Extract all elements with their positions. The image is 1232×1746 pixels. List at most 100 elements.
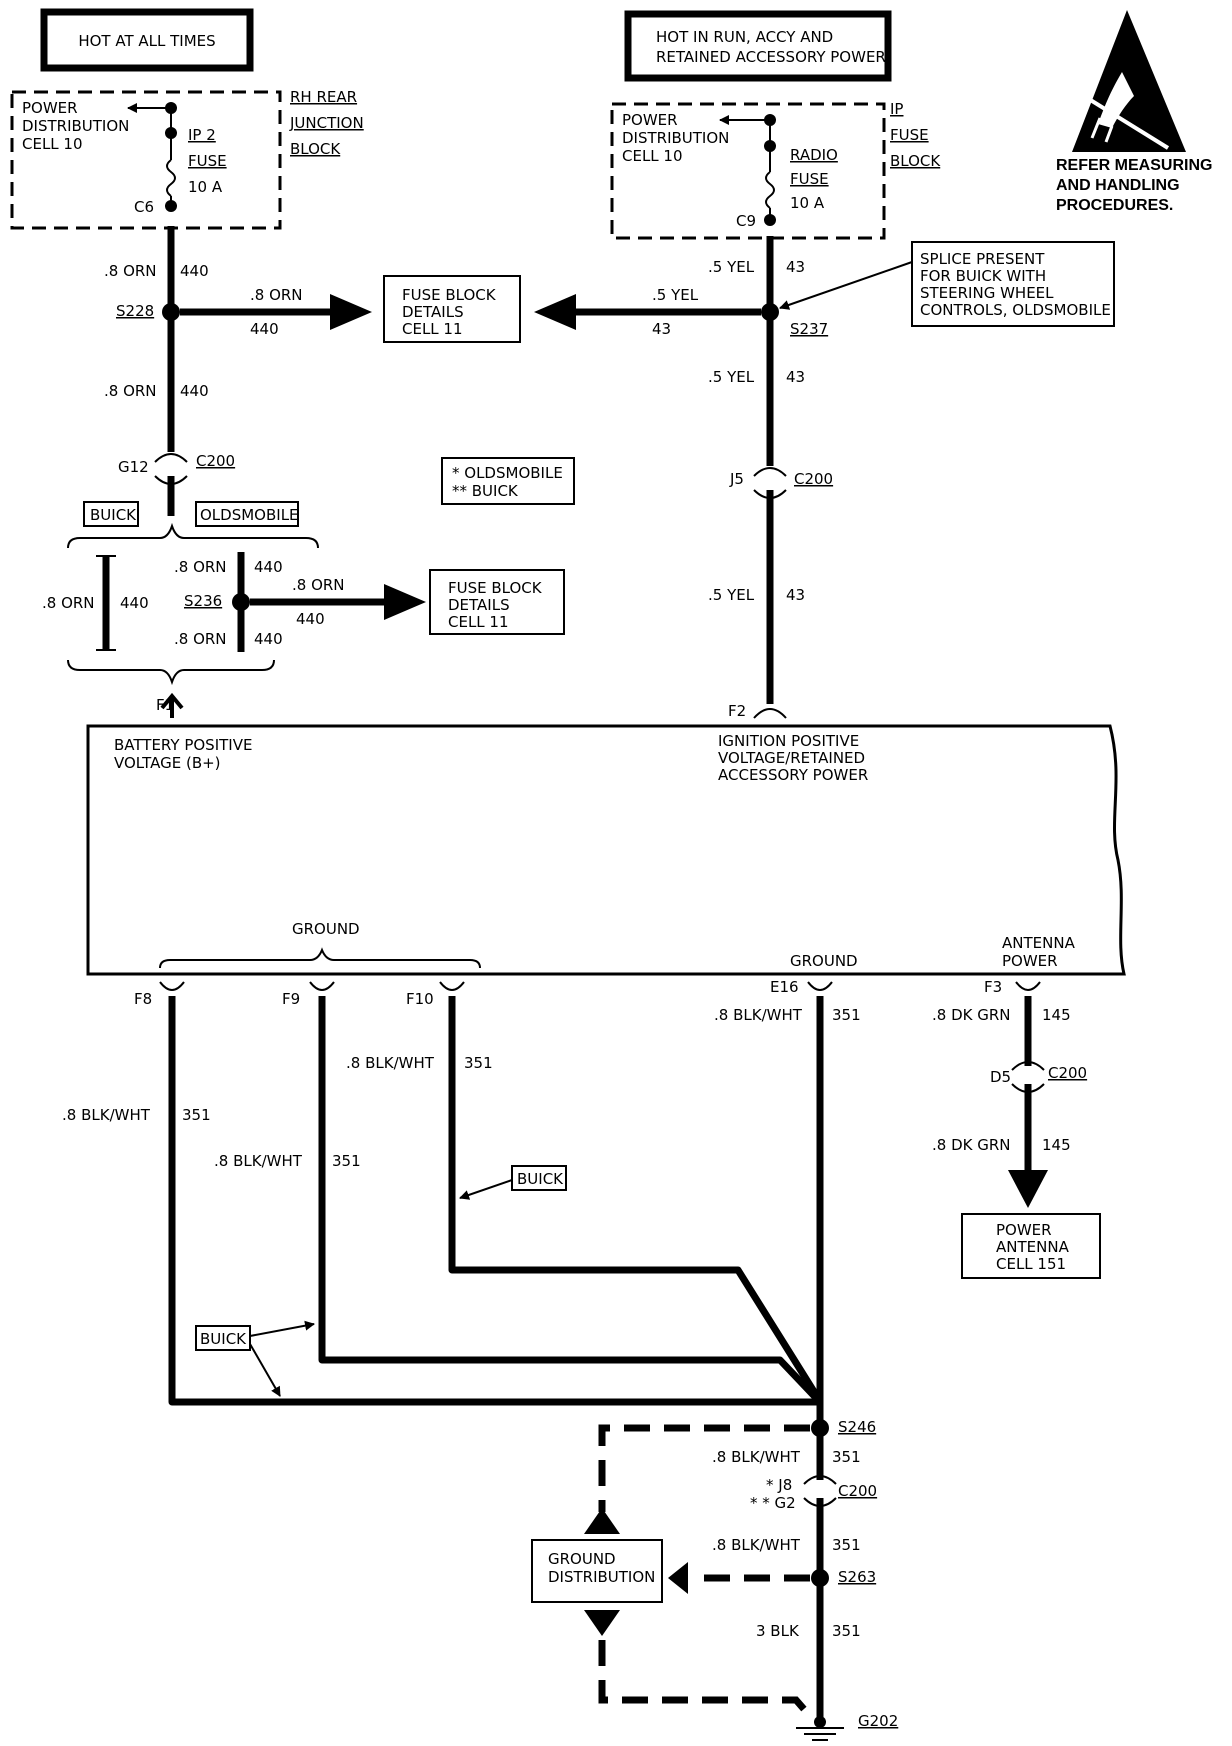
wire-color: .8 BLK/WHT	[712, 1448, 801, 1466]
wire-color: .8 DK GRN	[932, 1006, 1011, 1024]
svg-text:FUSE: FUSE	[188, 152, 227, 170]
wire-circuit: 351	[832, 1006, 861, 1024]
ground-distribution-box: GROUND DISTRIBUTION	[531, 1539, 663, 1603]
svg-text:10 A: 10 A	[790, 194, 825, 212]
pin-f10: F10	[406, 990, 434, 1008]
svg-text:AND HANDLING: AND HANDLING	[1056, 177, 1180, 194]
wire-color: .5 YEL	[708, 368, 755, 386]
wire-color: .8 ORN	[174, 630, 227, 648]
svg-text:STEERING WHEEL: STEERING WHEEL	[920, 284, 1054, 302]
wire-color: .5 YEL	[708, 258, 755, 276]
left-power-wire	[154, 226, 372, 516]
right-power-wire	[534, 236, 787, 719]
wire-circuit: 351	[182, 1106, 211, 1124]
connector-j8: * J8	[766, 1476, 792, 1494]
right-fuse-block: POWER DISTRIBUTION CELL 10 RADIO FUSE 10…	[610, 100, 941, 240]
svg-text:POWER: POWER	[22, 99, 78, 117]
connector-d5: D5	[990, 1068, 1011, 1086]
wire-circuit: 145	[1042, 1006, 1071, 1024]
antenna-wire	[1008, 996, 1048, 1208]
antenna-label: ANTENNA	[1002, 934, 1076, 952]
wire-circuit: 351	[832, 1536, 861, 1554]
battery-label: VOLTAGE (B+)	[114, 754, 221, 772]
wire-circuit: 351	[464, 1054, 493, 1072]
svg-text:ANTENNA: ANTENNA	[996, 1238, 1070, 1256]
ignition-label: IGNITION POSITIVE	[718, 732, 859, 750]
connector-j5: J5	[729, 470, 744, 488]
ground-g202: G202	[858, 1712, 898, 1730]
svg-text:POWER: POWER	[996, 1221, 1052, 1239]
ground-distribution-links	[584, 1424, 813, 1719]
ground-brace	[159, 947, 481, 969]
wire-circuit: 351	[832, 1622, 861, 1640]
wire-circuit: 440	[180, 262, 209, 280]
svg-text:CELL 11: CELL 11	[402, 320, 463, 338]
svg-text:DISTRIBUTION: DISTRIBUTION	[548, 1568, 655, 1586]
svg-text:IP 2: IP 2	[188, 126, 216, 144]
pin-f8: F8	[134, 990, 152, 1008]
wire-circuit: 440	[120, 594, 149, 612]
wire-color: 3 BLK	[756, 1622, 800, 1640]
pin-f2: F2	[728, 702, 746, 720]
wire-circuit: 440	[250, 320, 279, 338]
svg-text:RH REAR: RH REAR	[290, 88, 357, 106]
ground-label: GROUND	[292, 920, 360, 938]
ignition-label: ACCESSORY POWER	[718, 766, 868, 784]
wire-color: .8 BLK/WHT	[214, 1152, 303, 1170]
svg-text:REFER MEASURING: REFER MEASURING	[1056, 157, 1212, 174]
f1-terminal	[160, 692, 184, 718]
svg-text:DETAILS: DETAILS	[448, 596, 510, 614]
wire-color: .8 BLK/WHT	[346, 1054, 435, 1072]
svg-text:RETAINED ACCESSORY POWER: RETAINED ACCESSORY POWER	[656, 48, 886, 66]
wire-circuit: 43	[786, 368, 805, 386]
svg-text:RADIO: RADIO	[790, 146, 838, 164]
wire-circuit: 440	[180, 382, 209, 400]
splice-s236: S236	[184, 592, 222, 610]
wire-circuit: 43	[786, 258, 805, 276]
antenna-label: POWER	[1002, 952, 1058, 970]
ground-label: GROUND	[790, 952, 858, 970]
wire-circuit: 440	[254, 630, 283, 648]
svg-text:* OLDSMOBILE: * OLDSMOBILE	[452, 464, 563, 482]
connector-c200: C200	[196, 452, 235, 470]
svg-text:C6: C6	[134, 198, 154, 216]
svg-text:FUSE: FUSE	[790, 170, 829, 188]
svg-text:CELL 10: CELL 10	[22, 135, 83, 153]
oldsmobile-label-left: OLDSMOBILE	[195, 501, 299, 527]
wire-color: .8 BLK/WHT	[714, 1006, 803, 1024]
svg-text:GROUND: GROUND	[548, 1550, 616, 1568]
hot-in-run-header: HOT IN RUN, ACCY AND RETAINED ACCESSORY …	[624, 10, 892, 82]
wire-color: .8 BLK/WHT	[62, 1106, 151, 1124]
svg-text:CELL 11: CELL 11	[448, 613, 509, 631]
connector-g12: G12	[118, 458, 149, 476]
wire-circuit: 440	[296, 610, 325, 628]
wire-color: .8 ORN	[104, 262, 157, 280]
splice-s228: S228	[116, 302, 154, 320]
svg-text:CELL 151: CELL 151	[996, 1255, 1066, 1273]
buick-callout-f8-f9: BUICK	[195, 1320, 315, 1397]
svg-text:FUSE BLOCK: FUSE BLOCK	[402, 286, 497, 304]
connector-c200: C200	[1048, 1064, 1087, 1082]
splice-s263: S263	[838, 1568, 876, 1586]
connector-c200: C200	[794, 470, 833, 488]
svg-text:C9: C9	[736, 212, 756, 230]
esd-warning-icon	[1072, 10, 1186, 152]
svg-text:10 A: 10 A	[188, 178, 223, 196]
svg-text:PROCEDURES.: PROCEDURES.	[1056, 197, 1173, 214]
buick-callout-f10: BUICK	[459, 1165, 567, 1200]
svg-text:JUNCTION: JUNCTION	[289, 114, 364, 132]
connector-c200: C200	[838, 1482, 877, 1500]
pin-f9: F9	[282, 990, 300, 1008]
splice-note-box: SPLICE PRESENT FOR BUICK WITH STEERING W…	[779, 241, 1115, 327]
buick-label-left: BUICK	[83, 501, 139, 527]
power-antenna-box: POWER ANTENNA CELL 151	[961, 1213, 1101, 1279]
ignition-label: VOLTAGE/RETAINED	[718, 749, 865, 767]
esd-warning-text: REFER MEASURING AND HANDLING PROCEDURES.	[1056, 157, 1212, 214]
wire-color: .5 YEL	[652, 286, 699, 304]
wire-circuit: 351	[332, 1152, 361, 1170]
svg-text:HOT AT ALL TIMES: HOT AT ALL TIMES	[78, 32, 215, 50]
svg-text:OLDSMOBILE: OLDSMOBILE	[200, 506, 299, 524]
splice-s246: S246	[838, 1418, 876, 1436]
svg-text:** BUICK: ** BUICK	[452, 482, 519, 500]
